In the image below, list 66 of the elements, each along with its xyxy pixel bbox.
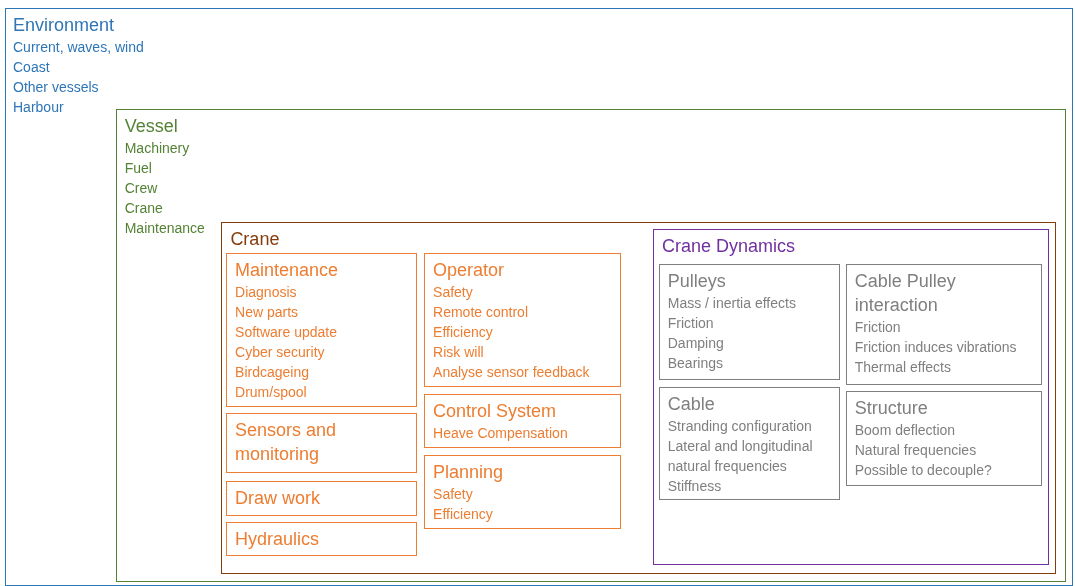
list-item: Bearings	[667, 353, 723, 373]
list-item: Friction	[854, 317, 901, 337]
box-title: Cable Pulley interaction	[854, 269, 957, 317]
crane-panel	[221, 222, 1057, 575]
box-title: Planning	[433, 461, 504, 485]
box-title: Maintenance	[235, 259, 339, 283]
topic-box	[658, 386, 840, 500]
list-item: Other vessels	[13, 78, 99, 97]
list-item: Current, waves, wind	[13, 38, 144, 57]
list-item: Stranding configuration	[667, 416, 812, 436]
box-title: Operator	[433, 259, 505, 283]
dynamics-panel	[653, 229, 1050, 566]
topic-box	[424, 394, 622, 449]
topic-box	[845, 263, 1042, 385]
list-item: Lateral and longitudinal natural frequencies	[667, 436, 814, 476]
box-title: Cable	[667, 392, 715, 416]
list-item: New parts	[235, 303, 299, 323]
list-item: Safety	[433, 283, 473, 303]
list-item: Fuel	[124, 158, 152, 178]
box-title: Vessel	[124, 114, 178, 138]
box-title: Crane Dynamics	[662, 235, 796, 259]
list-item: Coast	[13, 58, 50, 77]
list-item: Thermal effects	[854, 357, 951, 377]
list-item: Analyse sensor feedback	[433, 363, 590, 383]
box-title: Sensors and monitoring	[235, 419, 338, 467]
list-item: Machinery	[124, 138, 190, 158]
list-item: Maintenance	[124, 218, 205, 238]
list-item: Friction induces vibrations	[854, 337, 1017, 357]
list-item: Cyber security	[235, 343, 325, 363]
topic-box	[226, 522, 418, 557]
topic-box	[424, 455, 622, 530]
list-item: Friction	[667, 313, 714, 333]
vessel-panel	[115, 108, 1066, 582]
box-title: Draw work	[235, 487, 321, 511]
list-item: Boom deflection	[854, 420, 956, 440]
environment-panel	[5, 8, 1073, 586]
list-item: Mass / inertia effects	[667, 293, 796, 313]
list-item: Birdcageing	[235, 363, 309, 383]
list-item: Drum/spool	[235, 383, 307, 403]
list-item: Crane	[124, 198, 163, 218]
box-title: Structure	[854, 396, 928, 420]
list-item: Heave Compensation	[433, 424, 568, 444]
list-item: Remote control	[433, 303, 528, 323]
box-title: Environment	[13, 14, 115, 37]
topic-box	[424, 253, 622, 388]
box-title: Control System	[433, 400, 557, 424]
list-item: Diagnosis	[235, 283, 297, 303]
topic-box	[658, 263, 840, 380]
topic-box	[226, 481, 418, 517]
box-title: Crane	[230, 228, 280, 252]
list-item: Possible to decouple?	[854, 460, 992, 480]
topic-box	[226, 413, 418, 474]
list-item: Efficiency	[433, 505, 493, 525]
list-item: Efficiency	[433, 323, 493, 343]
topic-box	[226, 253, 418, 408]
list-item: Natural frequencies	[854, 440, 977, 460]
list-item: Damping	[667, 333, 724, 353]
list-item: Risk will	[433, 343, 484, 363]
list-item: Stiffness	[667, 476, 722, 496]
box-title: Hydraulics	[235, 528, 320, 552]
list-item: Software update	[235, 323, 338, 343]
list-item: Crew	[124, 178, 158, 198]
box-title: Pulleys	[667, 269, 726, 293]
list-item: Safety	[433, 485, 473, 505]
topic-box	[845, 390, 1042, 486]
list-item: Harbour	[13, 98, 64, 117]
